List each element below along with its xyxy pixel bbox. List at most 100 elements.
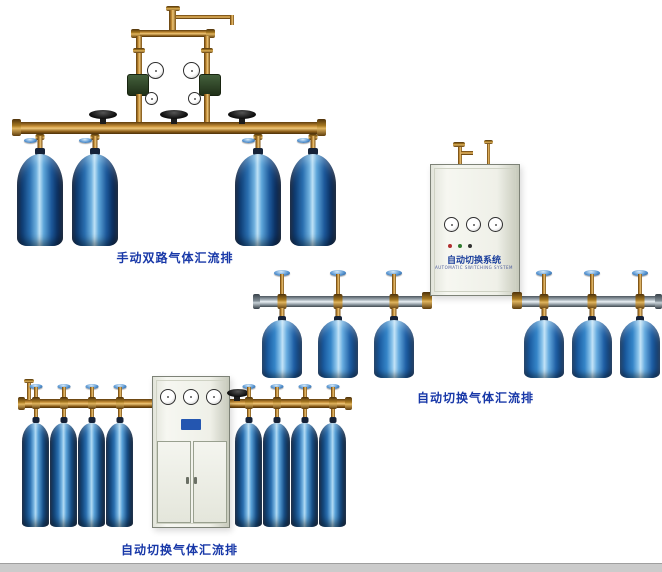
pigtail-pipe	[246, 409, 251, 420]
riser-pipe	[204, 36, 210, 76]
cylinder-station	[22, 384, 49, 527]
manifold-connector	[635, 294, 645, 309]
shutoff-valve-handwheel	[89, 110, 117, 119]
pigtail-pipe	[391, 308, 397, 319]
pigtail-pipe	[335, 308, 341, 319]
manifold-connector	[87, 397, 96, 409]
indicator-light	[468, 244, 472, 248]
riser-pipe	[246, 387, 251, 401]
shutoff-valve-handwheel	[227, 389, 249, 397]
cylinder-neck	[308, 148, 318, 155]
cylinder-neck	[90, 148, 100, 155]
manifold-end-cap	[655, 294, 662, 309]
pipe-cap	[24, 379, 34, 383]
cylinder-neck	[60, 417, 67, 423]
cylinder-station	[106, 384, 133, 527]
gas-cylinder	[72, 154, 118, 246]
gas-cylinder	[319, 423, 346, 527]
pipe-cap	[484, 140, 493, 144]
cylinder-station	[318, 270, 358, 378]
manifold-connector	[539, 294, 549, 309]
pigtail-pipe	[92, 136, 98, 152]
cylinder-valve-handwheel	[584, 270, 600, 276]
gas-cylinder	[22, 423, 49, 527]
riser-pipe	[33, 387, 38, 401]
pressure-gauge	[466, 217, 481, 232]
manifold-connector	[512, 292, 522, 309]
valve-stem	[100, 117, 106, 124]
cylinder-neck	[334, 316, 342, 322]
door-handle	[194, 477, 197, 484]
pressure-gauge	[183, 62, 200, 79]
manifold-connector	[244, 397, 253, 409]
cylinder-station	[319, 384, 346, 527]
gas-cylinder	[78, 423, 105, 527]
header-pipe	[134, 30, 212, 37]
gas-cylinder	[374, 320, 414, 378]
control-cabinet: 自动切换系统 AUTOMATIC SWITCHING SYSTEM	[430, 164, 520, 296]
cylinder-valve-handwheel	[79, 138, 92, 143]
manifold-connector	[328, 397, 337, 409]
pressure-gauge	[206, 389, 222, 405]
cylinder-station	[524, 270, 564, 378]
cylinder-valve-handwheel	[242, 138, 255, 143]
cylinder-neck	[278, 316, 286, 322]
manifold-connector	[272, 397, 281, 409]
pigtail-pipe	[589, 308, 595, 319]
gas-cylinder	[17, 154, 63, 246]
riser-pipe	[330, 387, 335, 401]
manifold-connector	[333, 294, 343, 309]
riser-pipe	[280, 274, 284, 296]
cabinet-door	[157, 441, 191, 523]
gas-cylinder	[318, 320, 358, 378]
cylinder-valve-handwheel	[536, 270, 552, 276]
cylinder-valve-handwheel	[330, 270, 346, 276]
pressure-gauge	[188, 92, 201, 105]
indicator-light	[448, 244, 452, 248]
riser-pipe	[274, 387, 279, 401]
cylinder-neck	[32, 417, 39, 423]
pigtail-pipe	[61, 409, 66, 420]
inlet-valve	[453, 142, 465, 147]
shutoff-valve-handwheel	[160, 110, 188, 119]
gas-cylinder	[106, 423, 133, 527]
cylinder-station	[235, 134, 281, 248]
manifold-connector	[587, 294, 597, 309]
pressure-gauge	[147, 62, 164, 79]
manifold-connector	[59, 397, 68, 409]
relief-stub-pipe	[27, 382, 31, 400]
pigtail-pipe	[541, 308, 547, 319]
pressure-regulator	[199, 74, 221, 96]
cylinder-neck	[540, 316, 548, 322]
cylinder-valve-handwheel	[298, 384, 311, 389]
gas-cylinder	[620, 320, 660, 378]
cabinet-door	[193, 441, 227, 523]
cylinder-station	[17, 134, 63, 248]
cylinder-valve-handwheel	[270, 384, 283, 389]
header-elbow	[131, 29, 140, 38]
riser-pipe	[638, 274, 642, 296]
cylinder-neck	[636, 316, 644, 322]
page-bottom-strip	[0, 563, 662, 572]
pigtail-pipe	[255, 136, 261, 152]
manifold-connector	[115, 397, 124, 409]
outlet-stub-pipe	[169, 10, 176, 32]
pressure-gauge	[145, 92, 158, 105]
manifold-end-cap	[253, 294, 260, 309]
inlet-branch-pipe	[461, 151, 473, 155]
manifold-end-cap	[317, 119, 326, 136]
pressure-gauge	[444, 217, 459, 232]
cylinder-neck	[588, 316, 596, 322]
cylinder-station	[78, 384, 105, 527]
indicator-light	[458, 244, 462, 248]
cylinder-valve-handwheel	[242, 384, 255, 389]
pigtail-pipe	[33, 409, 38, 420]
riser-pipe	[89, 387, 94, 401]
pigtail-pipe	[310, 136, 316, 152]
cylinder-valve-handwheel	[85, 384, 98, 389]
riser-pipe	[61, 387, 66, 401]
pressure-gauge	[160, 389, 176, 405]
cylinder-station	[235, 384, 262, 527]
